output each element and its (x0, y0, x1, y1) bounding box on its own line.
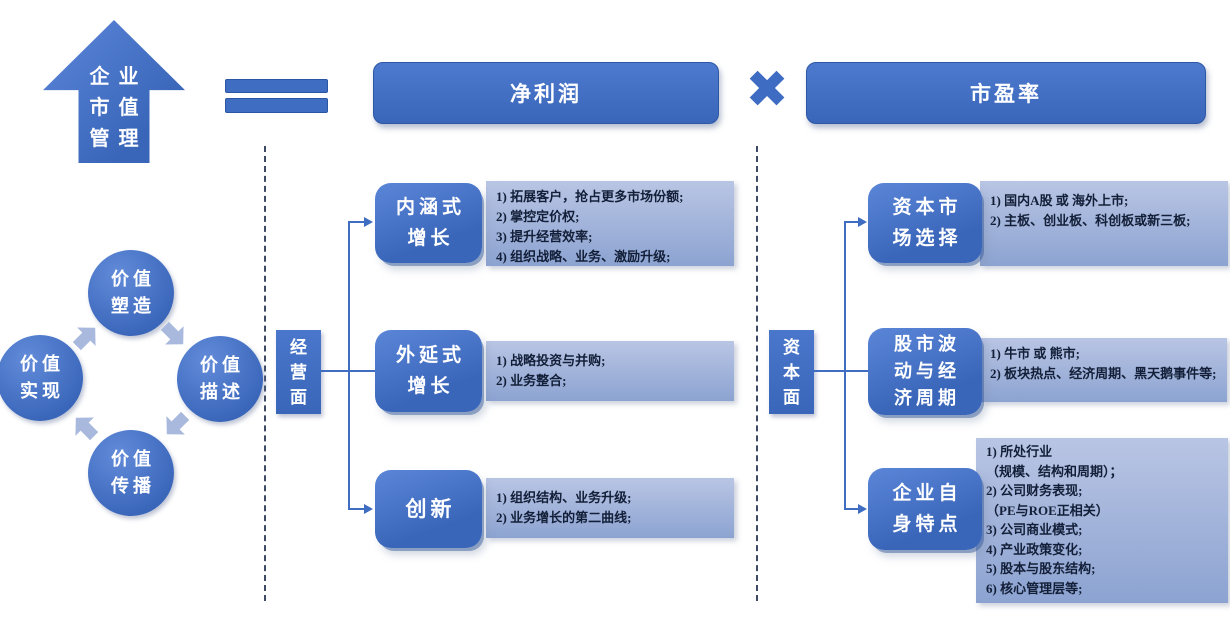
right-dashed-divider (756, 146, 758, 601)
panel-innovation: 1) 组织结构、业务升级; 2) 业务增长的第二曲线; (486, 478, 734, 538)
list-item: （PE与ROE正相关） (986, 502, 1109, 518)
list-item: 1) 战略投资与并购; (496, 353, 606, 368)
node-title-line: 济周期 (894, 388, 960, 408)
list-item: 2) 掌控定价权; (496, 209, 580, 224)
operating-arrowhead-bottom (364, 504, 373, 514)
list-item: 2) 公司财务表现; (986, 483, 1083, 498)
list-item: 2) 业务增长的第二曲线; (496, 510, 632, 525)
list-item: 1) 牛市 或 熊市; (990, 346, 1080, 361)
operating-connector-bottom (348, 508, 366, 510)
node-title-line: 场选择 (892, 228, 962, 249)
equals-icon-bottom-bar (225, 98, 328, 113)
multiply-glyph: ✖ (745, 60, 789, 120)
cycle-arrow-icon-up-left (67, 409, 104, 446)
cycle-right-line1: 价值 (200, 355, 244, 375)
left-dashed-divider (264, 146, 266, 601)
capital-arrowhead-bottom (858, 504, 867, 514)
cycle-left-line2: 实现 (20, 381, 64, 401)
node-intrinsic-growth: 内涵式 增长 (375, 183, 482, 263)
list-item: 6) 核心管理层等; (986, 580, 1083, 596)
cycle-bottom-line1: 价值 (111, 449, 155, 469)
arrow-title: 企业 市值 管理 (43, 62, 185, 155)
node-capital-market-choice: 资本市 场选择 (868, 183, 982, 263)
list-item: 2) 板块热点、经济周期、黑天鹅事件等; (990, 366, 1217, 381)
capital-connector-bottom (844, 508, 860, 510)
cycle-top-line2: 塑造 (111, 296, 155, 316)
cycle-right-line2: 描述 (200, 382, 244, 402)
panel-capital-market-choice: 1) 国内A股 或 海外上市; 2) 主板、创业板、科创板或新三板; (980, 181, 1228, 266)
net-profit-label: 净利润 (510, 82, 582, 106)
capital-arrowhead-top (858, 217, 867, 227)
node-title-line: 增长 (407, 376, 454, 397)
capital-connector-top (844, 221, 860, 223)
panel-extensional-growth: 1) 战略投资与并购; 2) 业务整合; (486, 341, 734, 401)
list-item: 3) 提升经营效率; (496, 229, 593, 244)
node-company-characteristics: 企业自 身特点 (868, 468, 982, 550)
panel-intrinsic-growth: 1) 拓展客户，抢占更多市场份额; 2) 掌控定价权; 3) 提升经营效率; 4… (486, 181, 734, 266)
node-extensional-growth: 外延式 增长 (375, 330, 482, 412)
list-item: 1) 组织结构、业务升级; (496, 490, 632, 505)
list-item: 1) 拓展客户，抢占更多市场份额; (496, 189, 684, 204)
up-arrow-icon: 企业 市值 管理 (43, 20, 185, 163)
capital-axis-char3: 面 (783, 387, 800, 407)
list-item: 2) 主板、创业板、科创板或新三板; (990, 213, 1191, 228)
pe-ratio-label: 市盈率 (970, 82, 1042, 106)
node-stock-volatility-cycle: 股市波 动与经 济周期 (868, 328, 982, 415)
operating-axis-char3: 面 (290, 387, 307, 407)
pe-ratio-box: 市盈率 (806, 62, 1206, 124)
list-item: 1) 国内A股 或 海外上市; (990, 193, 1129, 208)
operating-arrowhead-top (364, 217, 373, 227)
capital-axis-char1: 资 (783, 337, 800, 357)
node-title-line: 创新 (405, 496, 456, 521)
capital-connector-trunk (844, 221, 846, 510)
cycle-arrow-icon-down-left (158, 407, 195, 444)
operating-axis-char1: 经 (290, 337, 307, 357)
node-title-line: 资本市 (892, 197, 962, 218)
list-item: 1) 所处行业 (986, 444, 1053, 459)
capital-connector-mid (814, 370, 868, 372)
cycle-node-value-description: 价值 描述 (177, 336, 263, 422)
node-title-line: 增长 (407, 228, 454, 249)
arrow-title-line3: 管理 (89, 128, 148, 150)
node-title-line: 动与经 (894, 361, 960, 381)
arrow-title-line1: 企业 (89, 66, 148, 88)
operating-axis-char2: 营 (290, 362, 307, 382)
list-item: 5) 股本与股东结构; (986, 561, 1096, 576)
list-item: 3) 公司商业模式; (986, 522, 1083, 537)
node-title-line: 股市波 (894, 334, 960, 354)
net-profit-box: 净利润 (373, 62, 719, 124)
cycle-node-value-communication: 价值 传播 (88, 430, 174, 516)
list-item: 4) 产业政策变化; (986, 541, 1083, 557)
capital-axis-char2: 本 (783, 362, 800, 382)
node-innovation: 创新 (375, 470, 482, 548)
list-item: 2) 业务整合; (496, 373, 567, 388)
panel-stock-volatility-cycle: 1) 牛市 或 熊市; 2) 板块热点、经济周期、黑天鹅事件等; (980, 338, 1227, 402)
cycle-node-value-shaping: 价值 塑造 (88, 250, 174, 336)
cycle-bottom-line2: 传播 (111, 476, 155, 496)
node-title-line: 企业自 (892, 483, 962, 504)
multiply-icon: ✖ (738, 58, 796, 122)
cycle-top-line1: 价值 (111, 269, 155, 289)
node-title-line: 内涵式 (395, 197, 465, 218)
operating-connector-trunk (348, 221, 350, 510)
equals-icon-top-bar (225, 79, 328, 93)
cycle-left-line1: 价值 (20, 354, 64, 374)
list-item: 4) 组织战略、业务、激励升级; (496, 249, 671, 264)
capital-axis-label: 资 本 面 (769, 330, 814, 414)
operating-connector-top (348, 221, 366, 223)
panel-company-characteristics: 1) 所处行业 （规模、结构和周期）； 2) 公司财务表现; （PE与ROE正相… (976, 438, 1228, 603)
arrow-title-line2: 市值 (89, 97, 148, 119)
operating-axis-label: 经 营 面 (276, 330, 321, 414)
node-title-line: 身特点 (892, 514, 962, 535)
list-item: （规模、结构和周期）； (986, 463, 1123, 479)
node-title-line: 外延式 (395, 345, 465, 366)
cycle-node-value-realization: 价值 实现 (0, 335, 83, 421)
